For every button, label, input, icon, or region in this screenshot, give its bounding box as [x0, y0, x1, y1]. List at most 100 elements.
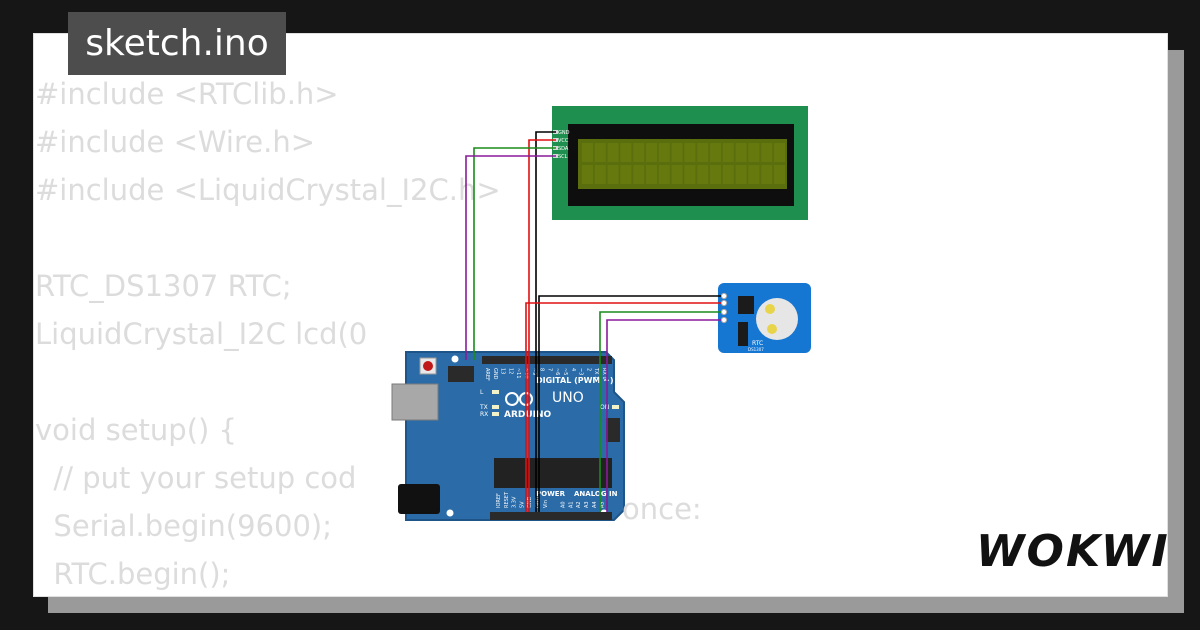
- lcd-char-cell: [646, 165, 657, 184]
- top-pin-label: ~6: [554, 368, 560, 375]
- power-jack: [398, 484, 440, 514]
- rtc-pin[interactable]: [720, 292, 728, 300]
- lcd-char-cell: [684, 143, 696, 162]
- wire-rtc-gnd[interactable]: [538, 295, 721, 512]
- bottom-pin-label: A0: [561, 501, 567, 508]
- board-led: [492, 390, 499, 394]
- code-line-fragment: once:: [622, 492, 702, 526]
- code-line: #include <Wire.h>: [35, 125, 316, 159]
- code-line: RTC_DS1307 RTC;: [35, 269, 292, 303]
- usb-port: [391, 383, 439, 421]
- code-line: Serial.begin(9600);: [35, 509, 333, 543]
- wire-rtc-sda[interactable]: [599, 311, 721, 512]
- power-analog-header: [490, 512, 612, 520]
- lcd-char-cell: [582, 165, 593, 184]
- coin-battery-holder: [756, 298, 798, 340]
- uno-model-label: UNO: [552, 390, 584, 406]
- code-line: RTC.begin();: [35, 557, 231, 591]
- lcd-char-cell: [684, 165, 696, 184]
- icsp-header: [448, 366, 474, 382]
- bottom-pin-label: RESET: [504, 491, 510, 508]
- led-label-l: L: [480, 389, 484, 396]
- board-led: [492, 412, 499, 416]
- top-pin-label: 12: [507, 368, 513, 374]
- wire-lcd-sda[interactable]: [473, 147, 556, 360]
- top-pin-label: 8: [539, 368, 545, 371]
- wires: [465, 131, 721, 512]
- lcd-pin-label: VCC: [558, 138, 569, 144]
- rtc-chip: [738, 296, 754, 314]
- led-label-rx: RX: [480, 411, 488, 418]
- rtc-pin[interactable]: [720, 308, 728, 316]
- atmega-chip: [494, 458, 612, 488]
- code-line: LiquidCrystal_I2C lcd(0: [35, 317, 368, 351]
- lcd-char-cell: [620, 165, 632, 184]
- bottom-pin-label: 5V: [519, 501, 525, 508]
- rtc-chip-label: DS1307: [748, 347, 764, 352]
- lcd-char-cell: [646, 143, 657, 162]
- led-label-tx: TX: [479, 404, 488, 411]
- lcd-char-cell: [722, 143, 734, 162]
- arduino-brand-label: ARDUINO: [504, 410, 552, 420]
- code-line: void setup() {: [35, 413, 237, 447]
- rtc-ds1307-module[interactable]: RTC DS1307: [718, 283, 811, 353]
- bottom-pin-label: A4: [592, 501, 598, 508]
- power-header-label: POWER: [536, 490, 566, 498]
- lcd-char-cell: [710, 165, 721, 184]
- lcd-char-cell: [697, 165, 709, 184]
- bottom-pin-label: A3: [584, 501, 590, 508]
- top-pin-label: 13: [500, 368, 506, 374]
- lcd-char-cell: [607, 143, 619, 162]
- lcd-char-cell: [658, 143, 670, 162]
- top-pin-label: 4: [570, 368, 576, 371]
- wire-lcd-gnd[interactable]: [535, 131, 556, 512]
- digital-header-label: DIGITAL (PWM ~): [536, 376, 614, 385]
- lcd-char-cell: [633, 165, 645, 184]
- top-pin-label: RX 0: [601, 368, 607, 380]
- lcd-char-cell: [774, 143, 785, 162]
- rtc-pin[interactable]: [720, 316, 728, 324]
- lcd-char-cell: [697, 143, 709, 162]
- top-pin-label: 7: [546, 368, 552, 371]
- bottom-pin-label: A1: [568, 501, 574, 508]
- arduino-uno-board[interactable]: DIGITAL (PWM ~) UNO ARDUINO POWER ANALOG…: [391, 351, 625, 521]
- file-tab-sketch[interactable]: sketch.ino: [68, 12, 286, 75]
- lcd-char-cell: [748, 165, 760, 184]
- lcd-char-cell: [761, 165, 773, 184]
- rtc-pin[interactable]: [720, 299, 728, 307]
- lcd-char-cell: [671, 165, 683, 184]
- led-label-on: ON: [600, 404, 609, 411]
- top-pin-label: ~11: [515, 368, 521, 379]
- wire-rtc-scl[interactable]: [606, 319, 721, 512]
- top-pin-label: ~5: [562, 368, 568, 375]
- wire-lcd-scl[interactable]: [465, 155, 556, 360]
- analog-header-label: ANALOG IN: [574, 490, 618, 498]
- top-pin-label: GND: [492, 368, 498, 380]
- lcd-pin-label: SDA: [558, 146, 569, 152]
- wire-rtc-vcc[interactable]: [525, 302, 721, 512]
- bottom-pin-label: GND: [527, 496, 533, 508]
- code-line: #include <RTClib.h>: [35, 77, 339, 111]
- lcd-pin-label: GND: [558, 130, 570, 136]
- bottom-pin-label: Vin: [543, 500, 549, 508]
- board-led: [612, 405, 619, 409]
- wire-lcd-vcc[interactable]: [528, 139, 556, 512]
- bottom-pin-label: A2: [576, 501, 582, 508]
- lcd-char-cell: [594, 143, 606, 162]
- top-pin-label: ~3: [578, 368, 584, 375]
- lcd-char-cell: [722, 165, 734, 184]
- bottom-pin-label: 3.3V: [512, 496, 518, 508]
- lcd-char-cell: [607, 165, 619, 184]
- bottom-pin-label: IOREF: [496, 493, 502, 508]
- lcd-char-cell: [658, 165, 670, 184]
- lcd-char-cell: [582, 143, 593, 162]
- code-line: #include <LiquidCrystal_I2C.h>: [35, 173, 501, 207]
- lcd-char-cell: [761, 143, 773, 162]
- bottom-pin-label: GND: [535, 496, 541, 508]
- lcd-char-cell: [735, 143, 747, 162]
- board-led: [492, 405, 499, 409]
- top-pin-label: 2: [585, 368, 591, 371]
- bottom-pin-label: A5: [600, 501, 606, 508]
